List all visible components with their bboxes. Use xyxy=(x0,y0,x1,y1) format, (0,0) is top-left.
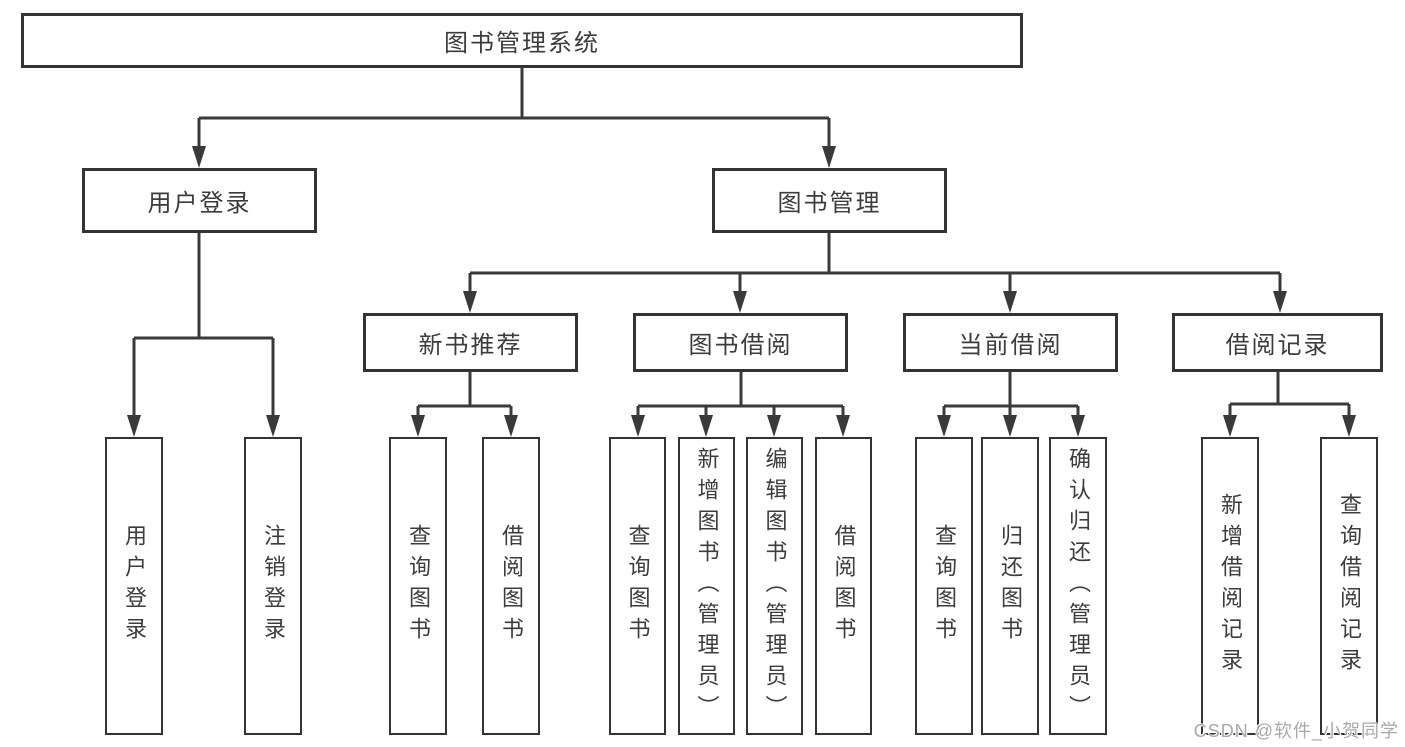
node-user-login-label: 用户登录 xyxy=(147,190,252,217)
node-leaf-edit-book: 编辑图书（管理员） xyxy=(746,437,803,735)
node-leaf-edit-book-label: 编辑图书（管理员） xyxy=(762,446,788,726)
node-leaf-confirm-return: 确认归还（管理员） xyxy=(1049,437,1107,735)
node-leaf-query-book-2-label: 查询图书 xyxy=(625,524,651,648)
node-leaf-confirm-return-label: 确认归还（管理员） xyxy=(1066,446,1091,726)
node-leaf-add-borrow-record-label: 新增借阅记录 xyxy=(1218,493,1243,679)
node-leaf-add-book-label: 新增图书（管理员） xyxy=(694,446,720,726)
node-book-mgmt: 图书管理 xyxy=(712,168,947,233)
node-book-borrow-label: 图书借阅 xyxy=(688,332,793,359)
node-leaf-query-borrow-record-label: 查询借阅记录 xyxy=(1337,493,1362,679)
node-leaf-query-book-1: 查询图书 xyxy=(389,437,447,735)
node-leaf-query-book-1-label: 查询图书 xyxy=(406,524,431,648)
node-leaf-add-borrow-record: 新增借阅记录 xyxy=(1201,437,1259,735)
node-root: 图书管理系统 xyxy=(21,13,1023,68)
node-borrow-records-label: 借阅记录 xyxy=(1225,332,1330,359)
node-leaf-return-book: 归还图书 xyxy=(981,437,1039,735)
node-leaf-borrow-book-1-label: 借阅图书 xyxy=(499,524,524,648)
node-user-login: 用户登录 xyxy=(82,168,317,233)
node-book-mgmt-label: 图书管理 xyxy=(777,190,882,217)
node-leaf-borrow-book-1: 借阅图书 xyxy=(482,437,540,735)
node-new-book-rec: 新书推荐 xyxy=(363,313,578,372)
node-leaf-query-book-2: 查询图书 xyxy=(609,437,666,735)
node-current-borrow: 当前借阅 xyxy=(903,313,1118,372)
node-book-borrow: 图书借阅 xyxy=(633,313,848,372)
node-leaf-user-login-label: 用户登录 xyxy=(122,524,147,648)
node-leaf-add-book: 新增图书（管理员） xyxy=(678,437,735,735)
node-leaf-logout-label: 注销登录 xyxy=(261,524,286,648)
node-current-borrow-label: 当前借阅 xyxy=(958,332,1063,359)
watermark: CSDN @软件_小贺同学 xyxy=(1193,721,1399,741)
node-leaf-return-book-label: 归还图书 xyxy=(998,524,1023,648)
node-leaf-user-login: 用户登录 xyxy=(105,437,163,735)
node-new-book-rec-label: 新书推荐 xyxy=(418,332,523,359)
node-leaf-logout: 注销登录 xyxy=(244,437,302,735)
node-leaf-query-book-3-label: 查询图书 xyxy=(932,524,957,648)
node-root-label: 图书管理系统 xyxy=(444,30,600,57)
node-borrow-records: 借阅记录 xyxy=(1172,313,1383,372)
node-leaf-query-borrow-record: 查询借阅记录 xyxy=(1320,437,1378,735)
node-leaf-borrow-book-2-label: 借阅图书 xyxy=(831,524,857,648)
node-leaf-query-book-3: 查询图书 xyxy=(915,437,973,735)
node-leaf-borrow-book-2: 借阅图书 xyxy=(815,437,872,735)
